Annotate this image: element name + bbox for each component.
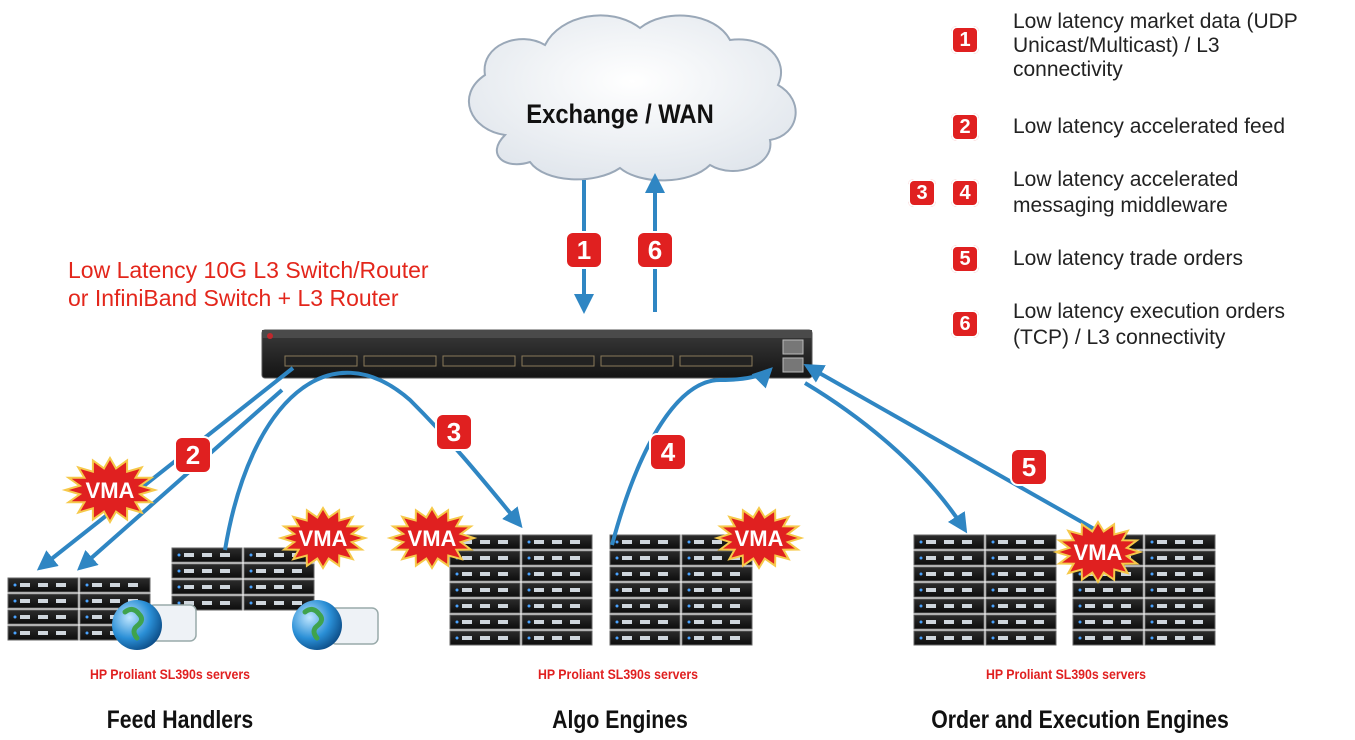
flow-badge-label: 6	[648, 235, 662, 265]
switch-title-line1: Low Latency 10G L3 Switch/Router	[68, 257, 429, 283]
flow-badges: 1 6 2 3 4 5	[174, 231, 1048, 486]
group-name-algo: Algo Engines	[552, 706, 688, 734]
switch-port-bank	[521, 355, 595, 367]
flow-badge-5: 5	[1010, 448, 1048, 486]
arrow-3	[223, 370, 523, 551]
legend-item-3-line1: Low latency accelerated	[1013, 168, 1239, 191]
legend-item-1-line1: Low latency market data (UDP	[1013, 10, 1298, 33]
legend-badge-4: 4	[951, 179, 979, 207]
switch-title-line2: or InfiniBand Switch + L3 Router	[68, 285, 399, 311]
flow-badge-6: 6	[636, 231, 674, 269]
legend-item-3-line2: messaging middleware	[1013, 194, 1228, 217]
server-stack	[609, 534, 753, 646]
legend-item-5-line2: (TCP) / L3 connectivity	[1013, 326, 1226, 349]
arrow-2a	[36, 366, 295, 571]
vma-burst: VMA	[61, 455, 159, 525]
globe-scroll-icon	[112, 600, 197, 650]
legend-item-5-line1: Low latency execution orders	[1013, 300, 1285, 323]
arrow-5-out	[803, 381, 968, 534]
flow-badge-label: 3	[447, 417, 461, 447]
flow-badge-label: 5	[1022, 452, 1036, 482]
exchange-wan-cloud	[467, 14, 797, 182]
flow-badge-label: 2	[186, 440, 200, 470]
switch-port-bank	[679, 355, 753, 367]
vma-burst: VMA	[277, 506, 369, 570]
server-caption-order: HP Proliant SL390s servers	[985, 666, 1147, 682]
switch-port-bank	[442, 355, 516, 367]
legend-item-1-line2: Unicast/Multicast) / L3	[1013, 34, 1220, 57]
legend-badge-6: 6	[951, 310, 979, 338]
legend-badge-2: 2	[951, 113, 979, 141]
flow-badge-4: 4	[649, 433, 687, 471]
vma-burst: VMA	[1052, 520, 1144, 584]
flow-badge-label: 1	[577, 235, 591, 265]
vma-label: VMA	[86, 478, 135, 503]
group-name-order: Order and Execution Engines	[931, 706, 1229, 734]
flow-badge-3: 3	[435, 413, 473, 451]
server-stack	[171, 547, 315, 611]
vma-bursts: VMA VMA VMA VMA VMA	[61, 455, 1144, 584]
legend-item-2-line1: Low latency accelerated feed	[1013, 115, 1286, 138]
legend-item-4-line1: Low latency trade orders	[1013, 247, 1243, 270]
switch-port-bank	[600, 355, 674, 367]
group-name-feed: Feed Handlers	[106, 706, 254, 734]
flow-badge-2: 2	[174, 436, 212, 474]
l3-switch-router	[261, 329, 813, 379]
vma-burst: VMA	[713, 506, 805, 570]
arrow-2b	[76, 388, 284, 571]
vma-label: VMA	[408, 526, 457, 551]
flow-badge-1: 1	[565, 231, 603, 269]
legend-badge-5: 5	[951, 245, 979, 273]
server-stack	[449, 534, 593, 646]
legend-badge-3: 3	[908, 179, 936, 207]
server-caption-feed: HP Proliant SL390s servers	[89, 666, 251, 682]
legend-item-1-line3: connectivity	[1013, 58, 1123, 81]
vma-label: VMA	[735, 526, 784, 551]
legend-badge-1: 1	[951, 26, 979, 54]
flow-badge-label: 4	[661, 437, 676, 467]
arrow-5-return	[803, 364, 1111, 540]
server-stack	[913, 534, 1057, 646]
server-caption-algo: HP Proliant SL390s servers	[537, 666, 699, 682]
switch-port-bank	[363, 355, 437, 367]
vma-burst: VMA	[386, 506, 478, 570]
vma-label: VMA	[1074, 540, 1123, 565]
vma-label: VMA	[299, 526, 348, 551]
switch-port-bank	[284, 355, 358, 367]
arrow-4	[610, 367, 773, 546]
globe-scroll-icon	[292, 600, 379, 650]
flow-arrows	[36, 173, 1111, 571]
cloud-label: Exchange / WAN	[526, 99, 714, 129]
